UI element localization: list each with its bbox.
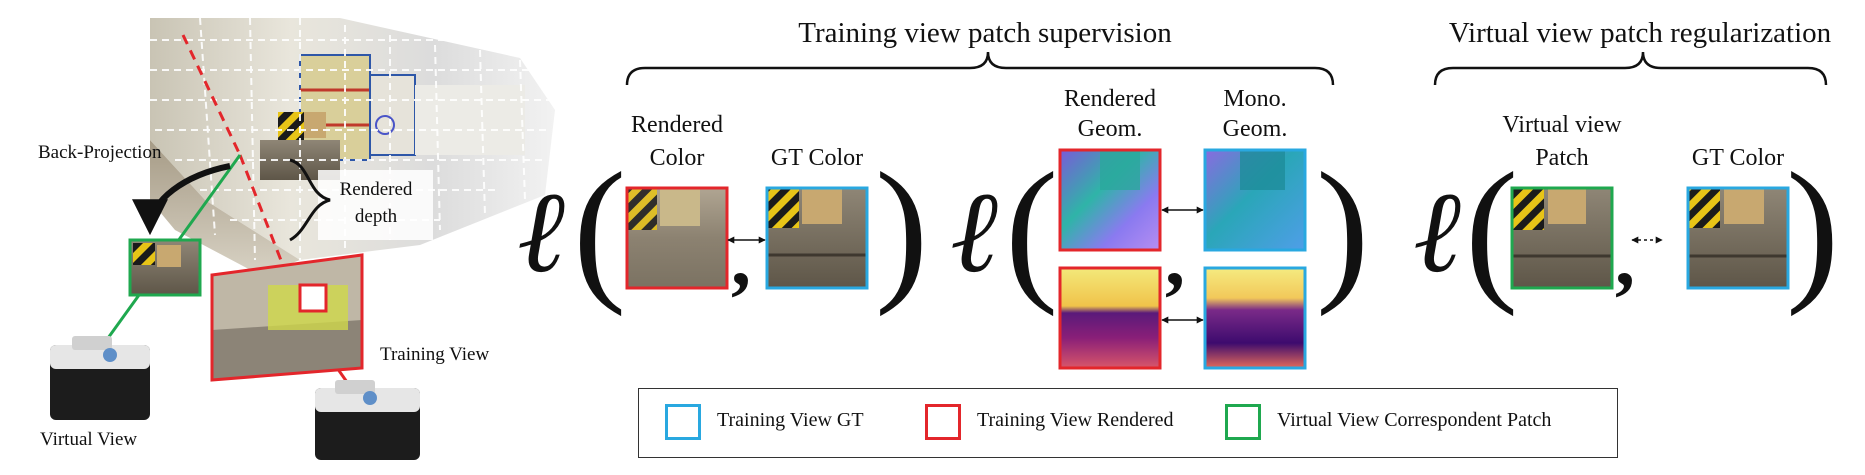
virtual-section-title: Virtual view patch regularization [1448,17,1832,49]
rendered-color-patch [625,186,729,290]
rendered-depth-brace [289,158,331,242]
training-camera-icon [315,380,420,460]
legend-label-training-gt: Training View GT [717,409,864,431]
gt-color-label-training: GT Color [770,145,864,171]
rendered-color-label-line2: Color [649,145,705,171]
training-section-brace [625,51,1335,86]
loss-symbol-1: ℓ [517,169,565,296]
open-paren-2: ( [1005,139,1059,317]
rendered-depth-patch [1058,266,1162,370]
virtual-view-label: Virtual View [40,429,138,450]
virtual-patch-label-line1: Virtual view [1502,112,1622,138]
open-paren-1: ( [573,139,627,317]
legend-swatch-training-gt [665,404,701,440]
warehouse-scene [150,17,555,275]
training-view-label: Training View [380,344,490,365]
virtual-patch-label-line2: Patch [1535,145,1589,171]
mono-geom-label-line1: Mono. [1223,86,1287,112]
virtual-view-patch [1510,186,1614,290]
back-projection-label: Back-Projection [38,142,162,163]
close-paren-3: ) [1786,139,1840,317]
close-paren-2: ) [1316,139,1370,317]
virtual-camera-icon [50,336,150,420]
rendered-normal-patch [1058,148,1162,252]
rendered-depth-label-line1: Rendered [339,179,413,200]
open-paren-3: ( [1465,139,1519,317]
rendered-geom-label-line2: Geom. [1077,116,1143,142]
training-section-title: Training view patch supervision [798,17,1172,49]
legend-label-virtual-patch: Virtual View Correspondent Patch [1277,409,1552,431]
training-view-image [210,253,364,382]
rendered-color-label-line1: Rendered [631,112,723,138]
gt-color-label-virtual: GT Color [1691,145,1785,171]
loss-symbol-3: ℓ [1413,169,1461,296]
gt-color-patch-training [765,186,869,290]
back-projection-arrow [132,163,231,236]
mono-normal-patch [1203,148,1307,252]
virtual-section-brace [1433,51,1828,86]
comma-1: , [731,215,751,303]
legend-label-training-rendered: Training View Rendered [977,409,1174,431]
comma-2: , [1165,215,1185,303]
mono-depth-patch [1203,266,1307,370]
loss-symbol-2: ℓ [950,169,998,296]
virtual-view-patch-thumbnail [128,238,202,297]
comma-3: , [1615,215,1635,303]
rendered-depth-label-line2: depth [354,206,398,227]
legend: Training View GT Training View Rendered … [638,388,1618,458]
gt-color-patch-virtual [1686,186,1790,290]
rendered-geom-label-line1: Rendered [1064,86,1156,112]
legend-swatch-training-rendered [925,404,961,440]
mono-geom-label-line2: Geom. [1222,116,1288,142]
close-paren-1: ) [875,139,929,317]
legend-swatch-virtual-patch [1225,404,1261,440]
